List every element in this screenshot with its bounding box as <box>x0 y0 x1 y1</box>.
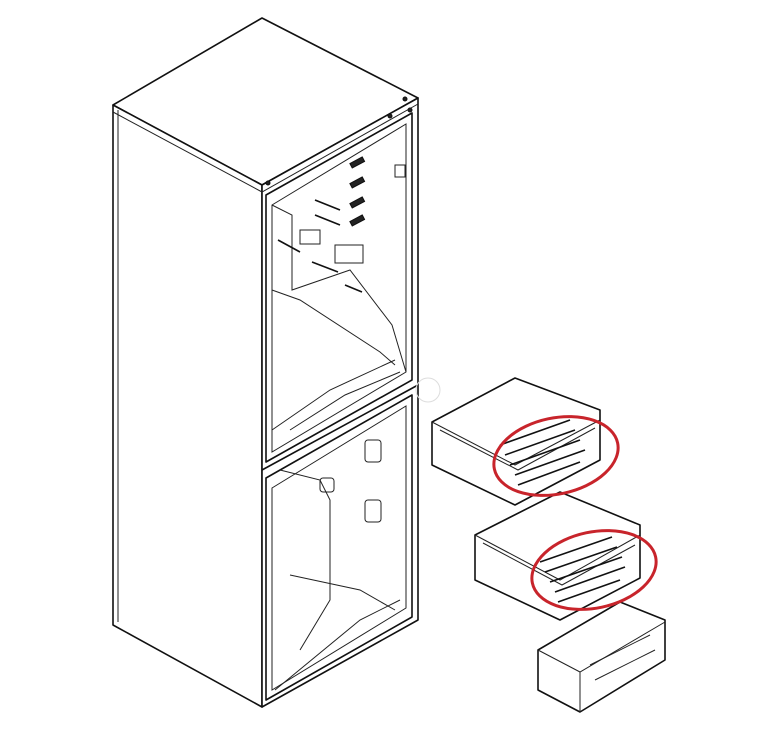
highlight-circle-top <box>492 415 620 497</box>
lower-compartment <box>265 394 413 701</box>
watermark-logo <box>415 377 441 403</box>
cabinet-left-side <box>112 104 263 708</box>
control-slots <box>277 156 406 293</box>
drawer-middle <box>474 491 641 621</box>
drawer-top <box>431 377 601 506</box>
upper-compartment <box>265 112 413 463</box>
compartment-divider <box>261 384 419 471</box>
highlight-circle-middle <box>530 529 658 611</box>
